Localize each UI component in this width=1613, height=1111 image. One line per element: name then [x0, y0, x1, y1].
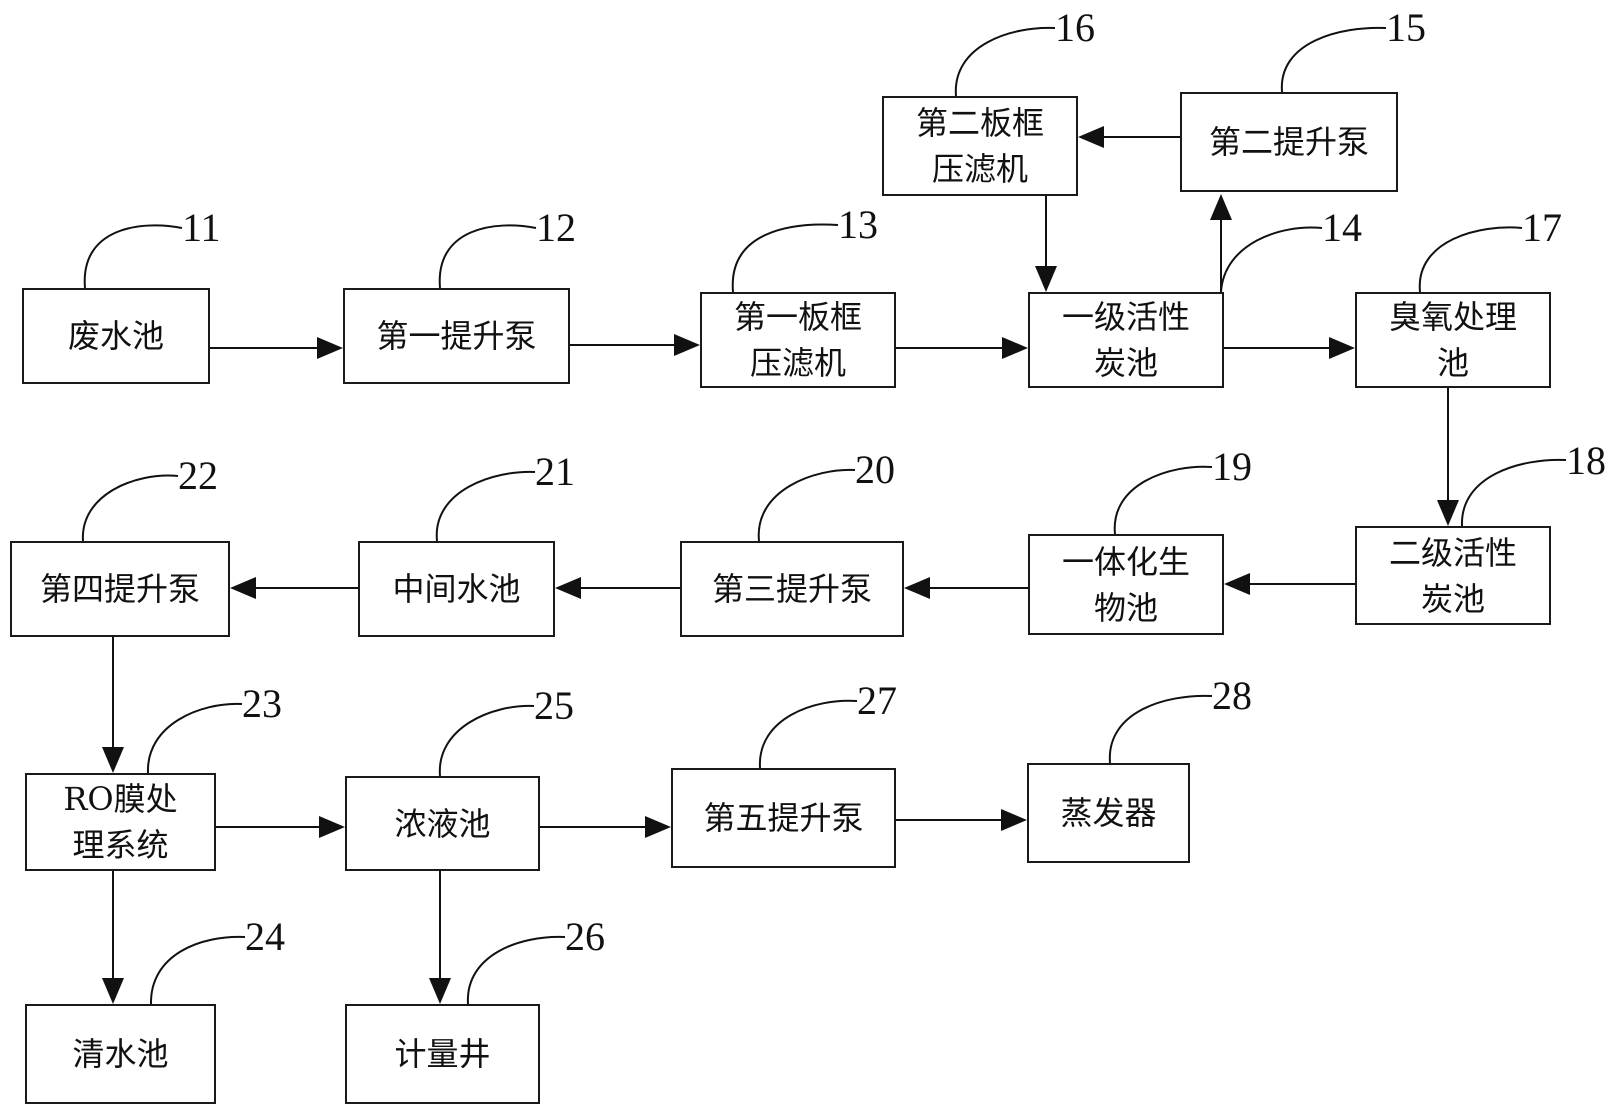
node-first-lift-pump: 第一提升泵	[343, 288, 570, 384]
node-label: 第三提升泵	[711, 570, 872, 608]
ref-number-23: 23	[242, 681, 282, 726]
leader-line-17	[1418, 226, 1523, 293]
arrowhead-25-26	[429, 978, 451, 1004]
leader-line-16	[954, 26, 1056, 97]
node-ozone-treatment-tank: 臭氧处理 池	[1355, 292, 1551, 388]
leader-line-25	[438, 704, 535, 777]
node-label: 第一板框 压滤机	[733, 298, 862, 382]
ref-number-16: 16	[1055, 5, 1095, 50]
node-label: 第四提升泵	[39, 570, 200, 608]
node-label: 中间水池	[392, 570, 521, 608]
ref-number-21: 21	[535, 449, 575, 494]
ref-number-25: 25	[534, 683, 574, 728]
node-fourth-lift-pump: 第四提升泵	[10, 541, 230, 637]
node-clean-water-pool: 清水池	[25, 1004, 216, 1104]
arrowhead-20-21	[555, 577, 581, 599]
arrowhead-23-24	[102, 978, 124, 1004]
node-primary-activated-carbon-tank: 一级活性 炭池	[1028, 292, 1224, 388]
node-label: 一级活性 炭池	[1061, 298, 1190, 382]
ref-number-11: 11	[182, 205, 221, 250]
ref-number-27: 27	[857, 678, 897, 723]
node-integrated-bio-tank: 一体化生 物池	[1028, 534, 1224, 635]
leader-line-22	[81, 474, 179, 542]
arrowhead-12-13	[674, 334, 700, 356]
node-second-filter-press: 第二板框 压滤机	[882, 96, 1078, 196]
arrowhead-23-25	[319, 816, 345, 838]
arrowhead-13-14	[1002, 337, 1028, 359]
leader-line-12	[438, 224, 537, 289]
leader-line-20	[757, 468, 856, 542]
leader-line-21	[435, 470, 536, 542]
ref-number-24: 24	[245, 914, 285, 959]
arrowhead-27-28	[1001, 809, 1027, 831]
arrowhead-14-17	[1329, 337, 1355, 359]
leader-line-13	[731, 223, 839, 293]
arrowhead-21-22	[230, 577, 256, 599]
node-intermediate-pool: 中间水池	[358, 541, 555, 637]
arrowhead-14-15	[1210, 194, 1232, 220]
ref-number-28: 28	[1212, 673, 1252, 718]
node-label: 浓液池	[394, 804, 491, 843]
node-label: 第五提升泵	[703, 799, 864, 837]
node-first-filter-press: 第一板框 压滤机	[700, 292, 896, 388]
node-label: 臭氧处理 池	[1388, 298, 1517, 382]
ref-number-20: 20	[855, 447, 895, 492]
leader-line-11	[83, 224, 183, 289]
node-third-lift-pump: 第三提升泵	[680, 541, 904, 637]
node-metering-well: 计量井	[345, 1004, 540, 1104]
node-fifth-lift-pump: 第五提升泵	[671, 768, 896, 868]
node-label: 计量井	[394, 1035, 491, 1073]
arrowhead-17-18	[1437, 500, 1459, 526]
node-label: 第一提升泵	[376, 317, 537, 355]
arrowhead-16-14	[1035, 266, 1057, 292]
leader-line-28	[1108, 694, 1213, 764]
node-label: 第二提升泵	[1208, 123, 1369, 161]
node-label: 废水池	[67, 317, 164, 355]
ref-number-13: 13	[838, 202, 878, 247]
node-evaporator: 蒸发器	[1027, 763, 1190, 863]
leader-line-18	[1460, 458, 1567, 527]
node-label: 蒸发器	[1060, 794, 1157, 832]
node-secondary-activated-carbon-tank: 二级活性 炭池	[1355, 526, 1551, 625]
node-ro-membrane-system: RO膜处 理系统	[25, 773, 216, 871]
leader-line-15	[1280, 26, 1387, 93]
ref-number-14: 14	[1322, 205, 1362, 250]
node-label: RO膜处 理系统	[63, 780, 178, 864]
node-label: 一体化生 物池	[1061, 542, 1190, 627]
leader-line-19	[1113, 465, 1213, 535]
ref-number-17: 17	[1522, 205, 1562, 250]
leader-line-26	[466, 935, 566, 1005]
node-wastewater-pool: 废水池	[22, 288, 210, 384]
arrowhead-18-19	[1224, 573, 1250, 595]
arrowhead-25-27	[645, 816, 671, 838]
arrowhead-19-20	[904, 577, 930, 599]
arrowhead-15-16	[1078, 126, 1104, 148]
ref-number-26: 26	[565, 914, 605, 959]
node-label: 第二板框 压滤机	[915, 104, 1044, 188]
arrowhead-11-12	[317, 337, 343, 359]
ref-number-22: 22	[178, 453, 218, 498]
node-label: 二级活性 炭池	[1388, 533, 1517, 618]
ref-number-15: 15	[1386, 5, 1426, 50]
node-second-lift-pump: 第二提升泵	[1180, 92, 1398, 192]
leader-line-24	[149, 935, 246, 1005]
arrowhead-22-23	[102, 747, 124, 773]
leader-line-14	[1220, 226, 1323, 293]
leader-line-27	[758, 699, 858, 769]
leader-line-23	[146, 702, 243, 774]
node-label: 清水池	[72, 1035, 169, 1073]
ref-number-12: 12	[536, 205, 576, 250]
node-concentrate-pool: 浓液池	[345, 776, 540, 871]
ref-number-18: 18	[1566, 438, 1606, 483]
ref-number-19: 19	[1212, 444, 1252, 489]
